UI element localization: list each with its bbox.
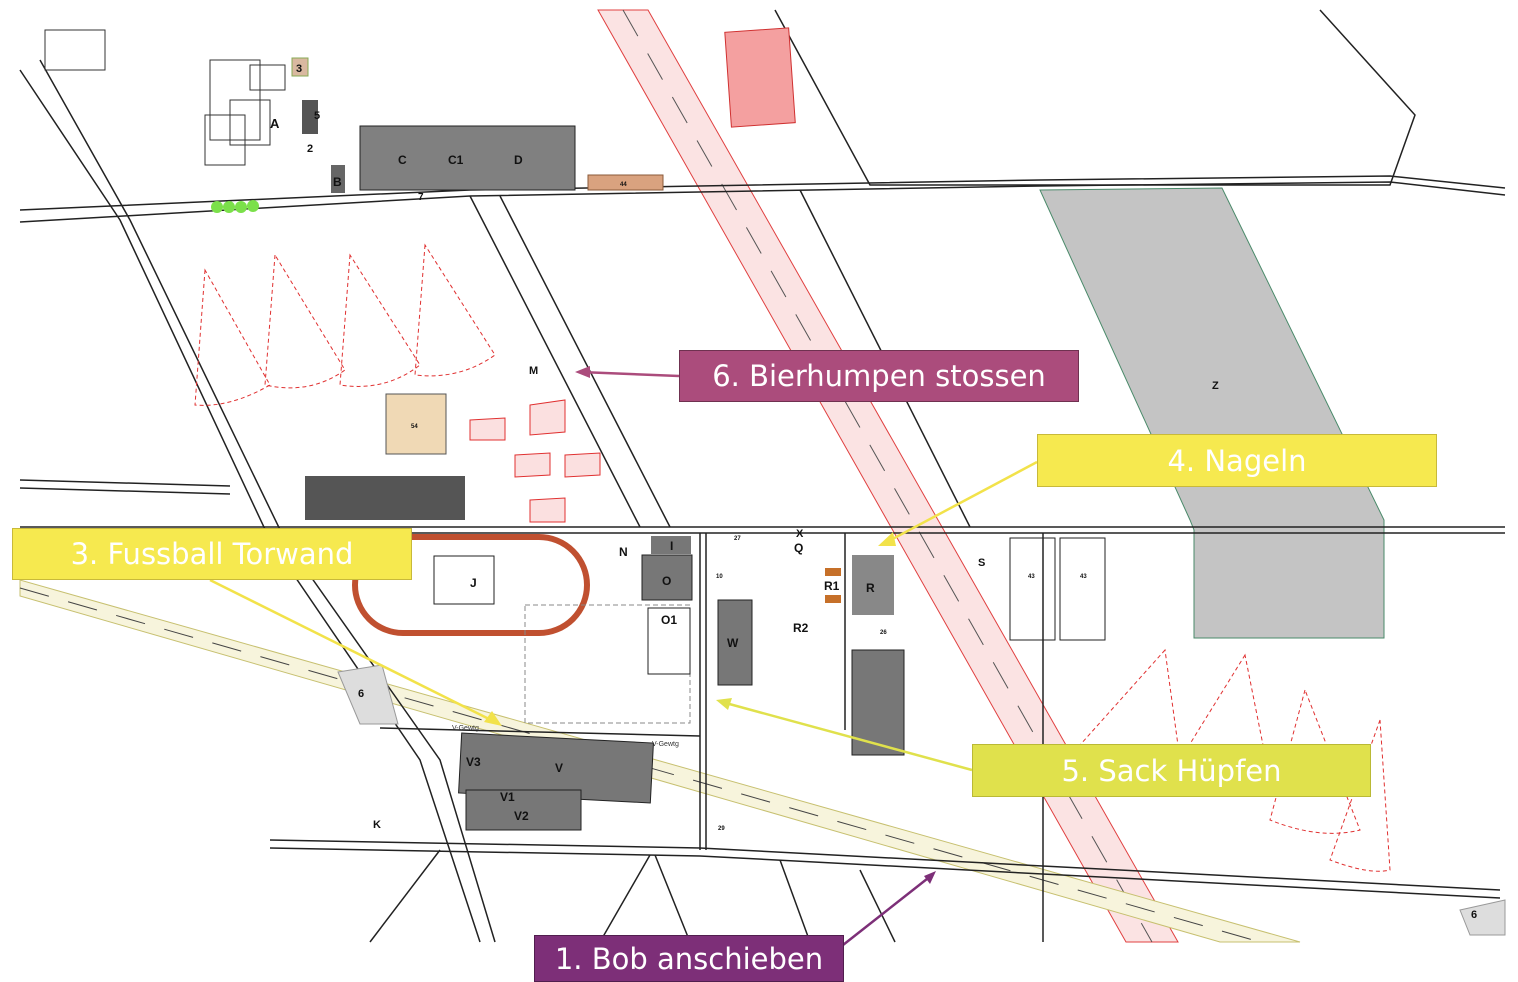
label-r2: R2	[793, 621, 809, 635]
label-27: 27	[734, 536, 741, 542]
road-label-v-gewtg: V-Gewtg	[452, 725, 479, 732]
label-6b: 6	[1471, 909, 1477, 921]
label-43a: 43	[1028, 574, 1035, 580]
label-v1: V1	[500, 790, 515, 804]
label-29: 29	[718, 826, 725, 832]
label-c1: C1	[448, 153, 464, 167]
label-r: R	[866, 581, 875, 595]
highway-strip	[597, 9, 1179, 943]
label-b: B	[333, 175, 342, 189]
label-3: 3	[296, 63, 302, 75]
label-44: 44	[620, 182, 627, 188]
label-m: M	[529, 365, 538, 377]
label-54: 54	[411, 424, 418, 430]
label-10: 10	[716, 574, 723, 580]
label-d: D	[514, 153, 523, 167]
field-z	[1039, 187, 1385, 639]
callout-arrowheads	[484, 366, 936, 884]
beige-strip	[19, 579, 1301, 943]
label-q: Q	[794, 541, 803, 555]
callout-pointers	[209, 370, 1038, 946]
label-j: J	[470, 576, 477, 590]
label-n: N	[619, 545, 628, 559]
callout-nageln: 4. Nageln	[1037, 434, 1437, 487]
label-w: W	[727, 636, 739, 650]
label-5: 5	[314, 110, 320, 122]
label-x: X	[796, 528, 804, 540]
label-c: C	[398, 153, 407, 167]
label-o1: O1	[661, 613, 677, 627]
label-r1: R1	[824, 579, 840, 593]
building-c-d	[359, 125, 576, 191]
label-i: I	[670, 539, 673, 553]
label-s: S	[978, 557, 985, 569]
label-43b: 43	[1080, 574, 1087, 580]
label-k: K	[373, 819, 381, 831]
label-7: 7	[418, 192, 424, 203]
running-track	[352, 534, 590, 636]
label-z: Z	[1212, 380, 1219, 392]
label-a: A	[270, 116, 280, 131]
callout-bob-anschieben: 1. Bob anschieben	[534, 935, 844, 982]
callout-fussball-torwand: 3. Fussball Torwand	[12, 528, 412, 580]
road-label-v-gewtg: V-Gewtg	[652, 741, 679, 748]
label-v: V	[555, 761, 563, 775]
label-v2: V2	[514, 809, 529, 823]
label-o: O	[662, 574, 671, 588]
callout-bierhumpen-stossen: 6. Bierhumpen stossen	[679, 350, 1079, 402]
building-44	[587, 174, 664, 191]
callout-sack-huepfen: 5. Sack Hüpfen	[972, 744, 1371, 797]
label-2: 2	[307, 143, 313, 155]
label-v3: V3	[466, 755, 481, 769]
building-a-cluster	[44, 29, 286, 166]
label-6a: 6	[358, 688, 364, 700]
label-26: 26	[880, 630, 887, 636]
